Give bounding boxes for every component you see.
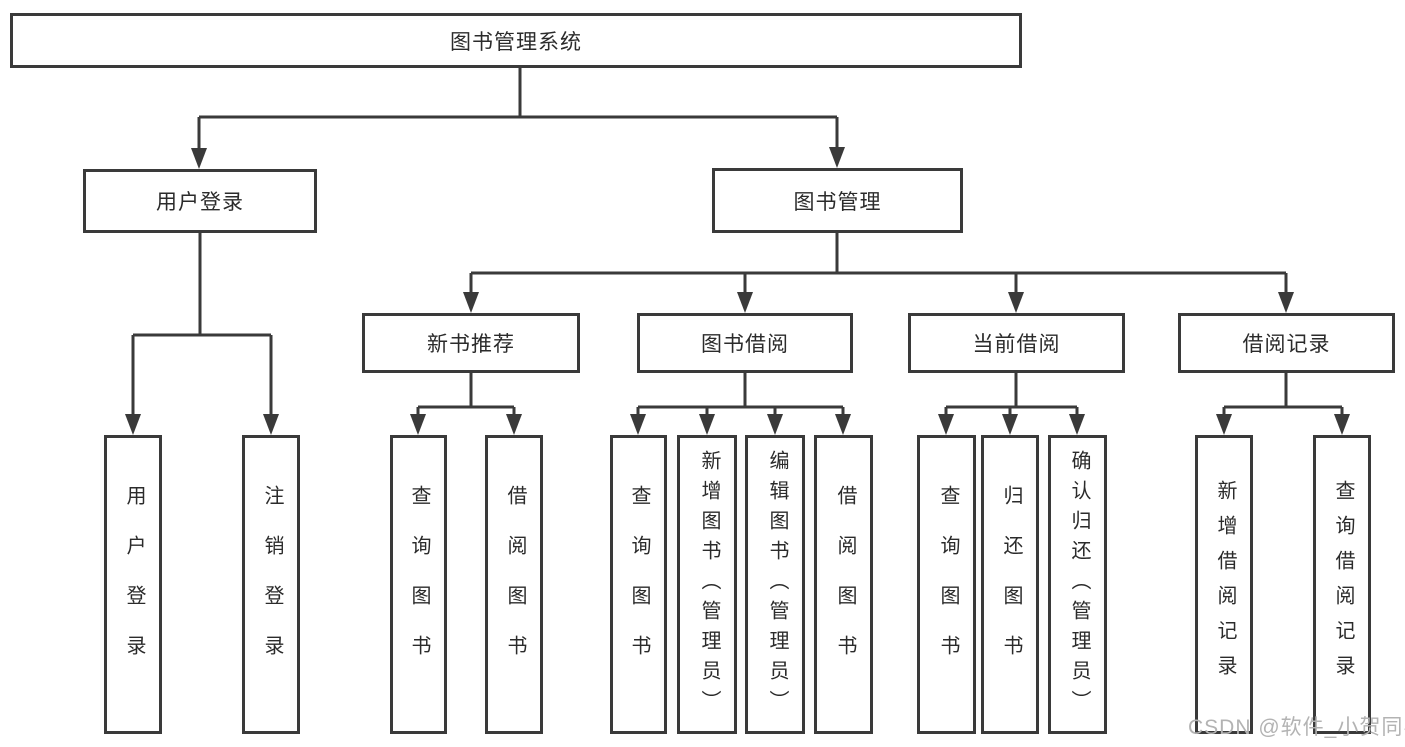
arrow-down-icon [506, 414, 522, 435]
arrow-down-icon [1216, 414, 1232, 435]
node-current-borrowing: 当前借阅 [908, 313, 1125, 373]
leaf-add-books-admin: 新增图书（管理员） [677, 435, 737, 734]
leaf-edit-books-admin: 编辑图书（管理员） [745, 435, 805, 734]
watermark-text: CSDN @软件_小贺同学 [1188, 716, 1405, 739]
connector-bookmgmt-to-level3 [469, 233, 1288, 293]
arrow-down-icon [263, 414, 279, 435]
leaf-query-books-recommend: 查询图书 [390, 435, 447, 734]
node-book-management: 图书管理 [712, 168, 963, 233]
arrow-down-icon [630, 414, 646, 435]
arrow-down-icon [1008, 292, 1024, 313]
node-user-login: 用户登录 [83, 169, 317, 233]
leaf-query-books-current: 查询图书 [917, 435, 976, 734]
connector-records-to-leaves [1222, 373, 1344, 415]
arrow-down-icon [1002, 414, 1018, 435]
arrow-down-icon [463, 292, 479, 313]
leaf-borrow-books-recommend: 借阅图书 [485, 435, 543, 734]
arrow-down-icon [737, 292, 753, 313]
arrow-down-icon [1334, 414, 1350, 435]
connector-root-to-level2 [197, 68, 839, 149]
leaf-return-books: 归还图书 [981, 435, 1039, 734]
node-new-book-recommendation: 新书推荐 [362, 313, 580, 373]
leaf-query-books-borrowing: 查询图书 [610, 435, 667, 734]
arrow-down-icon [767, 414, 783, 435]
arrow-down-icon [829, 147, 845, 168]
leaf-query-borrow-record: 查询借阅记录 [1313, 435, 1371, 734]
arrow-down-icon [1278, 292, 1294, 313]
leaf-confirm-return-admin: 确认归还（管理员） [1048, 435, 1107, 734]
leaf-user-login: 用户登录 [104, 435, 162, 734]
arrow-down-icon [410, 414, 426, 435]
node-library-system: 图书管理系统 [10, 13, 1022, 68]
leaf-logout-login: 注销登录 [242, 435, 300, 734]
node-borrowing-records: 借阅记录 [1178, 313, 1395, 373]
arrow-down-icon [835, 414, 851, 435]
connector-userlogin-to-leaves [131, 233, 273, 415]
connector-borrow-to-leaves [636, 373, 845, 415]
arrow-down-icon [125, 414, 141, 435]
arrow-down-icon [699, 414, 715, 435]
leaf-borrow-books-borrowing: 借阅图书 [814, 435, 873, 734]
leaf-add-borrow-record: 新增借阅记录 [1195, 435, 1253, 734]
arrow-down-icon [938, 414, 954, 435]
arrow-down-icon [191, 148, 207, 169]
arrow-down-icon [1069, 414, 1085, 435]
connector-newbook-to-leaves [416, 373, 516, 415]
node-book-borrowing: 图书借阅 [637, 313, 853, 373]
connector-current-to-leaves [944, 373, 1079, 415]
